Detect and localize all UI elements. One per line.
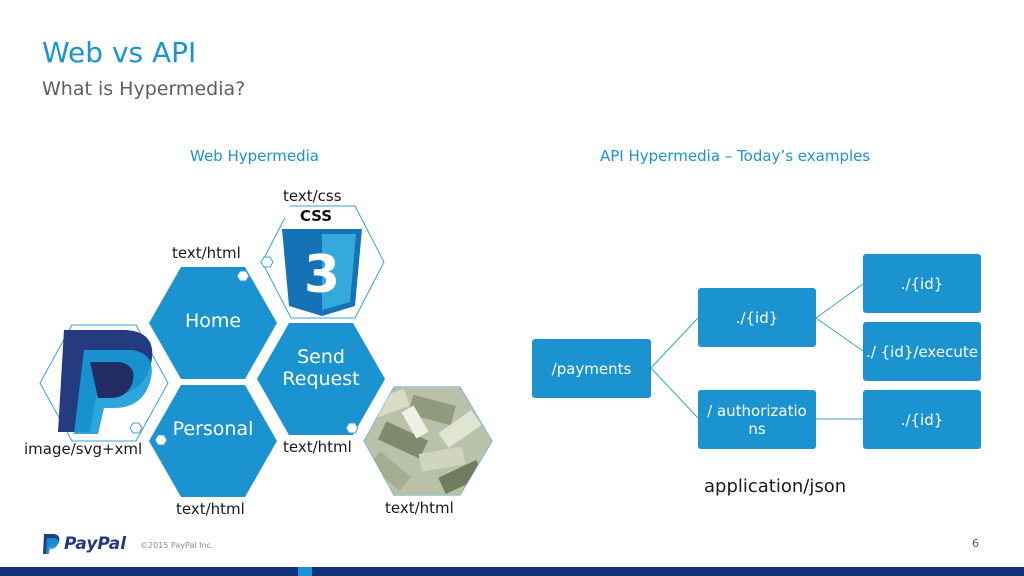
connector-hex (236, 270, 250, 282)
svg-text:3: 3 (304, 245, 340, 305)
send-request-media-type-label: text/html (283, 438, 352, 456)
page-title: Web vs API (42, 36, 197, 69)
send-request-hex (257, 323, 385, 435)
authorizations-node: / authorizations (698, 390, 816, 449)
home-hex (149, 267, 277, 379)
page-number: 6 (972, 537, 979, 550)
copyright-text: ©2015 PayPal Inc. (140, 541, 214, 550)
connector-hex (345, 422, 359, 434)
connector-hex (154, 434, 168, 446)
authorization-id-node: ./{id} (863, 390, 981, 449)
execute-node: ./ {id}/execute (863, 322, 981, 381)
id-node: ./{id} (698, 288, 816, 347)
personal-media-type-label: text/html (176, 500, 245, 518)
bottom-bar (0, 567, 1024, 576)
money-image-icon (364, 387, 492, 495)
paypal-wordmark: PayPal (64, 534, 127, 554)
personal-hex (149, 385, 277, 497)
home-media-type-label: text/html (172, 244, 241, 262)
money-media-type-label: text/html (385, 499, 454, 517)
child-id-node: ./{id} (863, 254, 981, 313)
css3-logo-icon: CSS 3 (282, 207, 362, 316)
css-media-type-label: text/css (283, 187, 342, 205)
paypal-p-icon (43, 534, 60, 554)
page-subtitle: What is Hypermedia? (42, 78, 246, 100)
connector-hex (129, 422, 143, 434)
svg-text:CSS: CSS (300, 207, 332, 225)
api-hypermedia-heading: API Hypermedia – Today’s examples (600, 147, 871, 165)
paypal-logo-icon (58, 330, 153, 434)
bottom-bar-accent (298, 567, 312, 576)
paypal-footer-logo: PayPal (42, 533, 126, 555)
payments-node: /payments (532, 339, 651, 398)
json-media-type-label: application/json (704, 476, 847, 497)
svg-media-type-label: image/svg+xml (24, 440, 143, 458)
personal-hex-label: Personal (172, 418, 254, 440)
web-hypermedia-heading: Web Hypermedia (190, 147, 320, 165)
home-hex-label: Home (184, 310, 242, 332)
connector-hex (260, 256, 274, 268)
send-request-hex-label: Send Request (282, 346, 360, 390)
